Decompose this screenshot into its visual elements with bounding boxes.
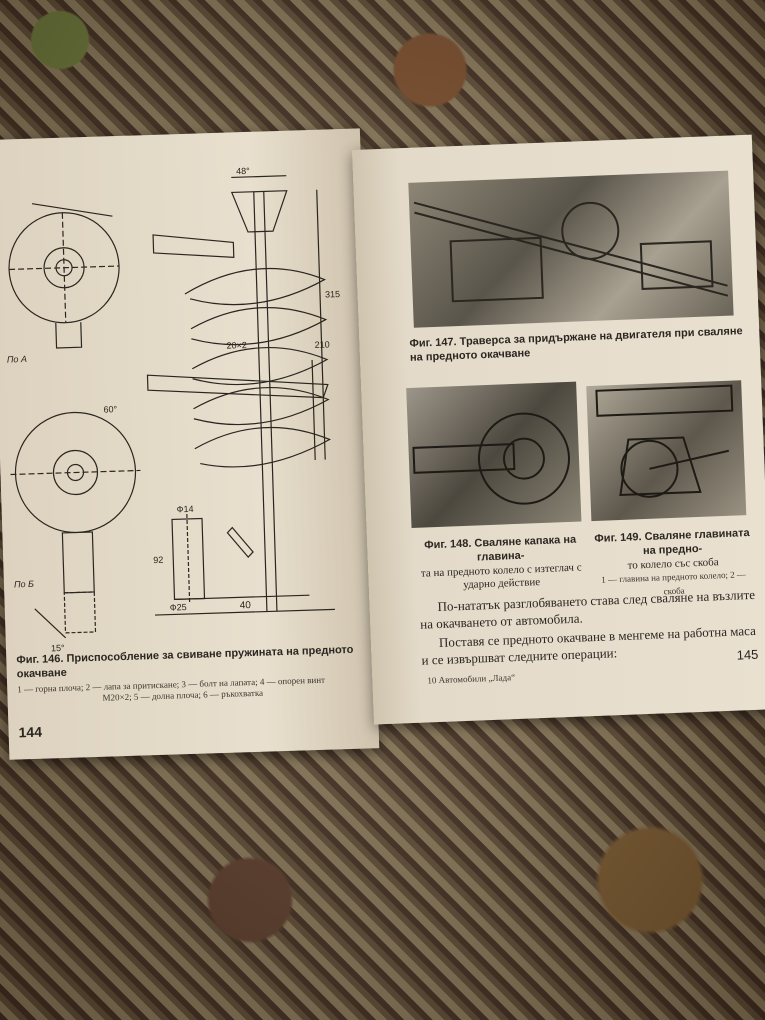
dim-label-315: 315 xyxy=(324,289,341,300)
right-page-footer-note: 10 Автомобили „Лада“ xyxy=(427,672,516,686)
right-page: Фиг. 147. Траверса за придържане на двиг… xyxy=(352,134,765,725)
figure-148-title-line-2: та на предното колело с изтеглач с xyxy=(420,560,582,580)
dim-label-20x2: 20×2 xyxy=(226,340,248,351)
figure-147-photo xyxy=(408,170,734,328)
figure-148-title-line-1: Фиг. 148. Сваляне капака на главина- xyxy=(424,533,577,564)
view-label-b: По Б xyxy=(13,578,35,590)
engine-traverse-sketch xyxy=(413,201,729,303)
figure-149-title-line-1: Фиг. 149. Сваляне главината на предно- xyxy=(594,527,750,557)
right-page-number: 145 xyxy=(736,646,759,663)
figure-149-title-line-2: то колело със скоба xyxy=(627,555,719,572)
figure-148-photo xyxy=(406,381,582,528)
figure-148-caption: Фиг. 148. Сваляне капака на главина- та … xyxy=(415,533,587,594)
figure-147-caption: Фиг. 147. Траверса за придържане на двиг… xyxy=(409,325,745,365)
figure-147-title: Фиг. 147. Траверса за придържане на двиг… xyxy=(409,325,743,364)
dim-label-210: 210 xyxy=(314,339,330,350)
dim-label-f14: Ф14 xyxy=(176,503,194,515)
dim-label-15deg: 15° xyxy=(50,642,65,654)
left-page: 48° 315 210 20×2 60° 40 92 Ф14 Ф25 15° П… xyxy=(0,128,380,760)
dim-label-190: 40 xyxy=(239,600,252,612)
left-page-number: 144 xyxy=(18,723,43,741)
view-label-a: По А xyxy=(6,353,28,365)
figure-146-technical-drawing xyxy=(8,175,335,639)
hub-bracket-sketch xyxy=(595,384,734,498)
dim-label-92: 92 xyxy=(153,554,164,566)
dim-label-angle-48: 48° xyxy=(235,165,250,177)
dim-label-f25: Ф25 xyxy=(169,602,187,613)
dim-label-60deg: 60° xyxy=(103,404,118,415)
figure-148-title-line-3: ударно действие xyxy=(463,576,541,592)
figure-149-photo xyxy=(586,380,747,522)
hub-cap-puller-sketch xyxy=(412,412,570,505)
